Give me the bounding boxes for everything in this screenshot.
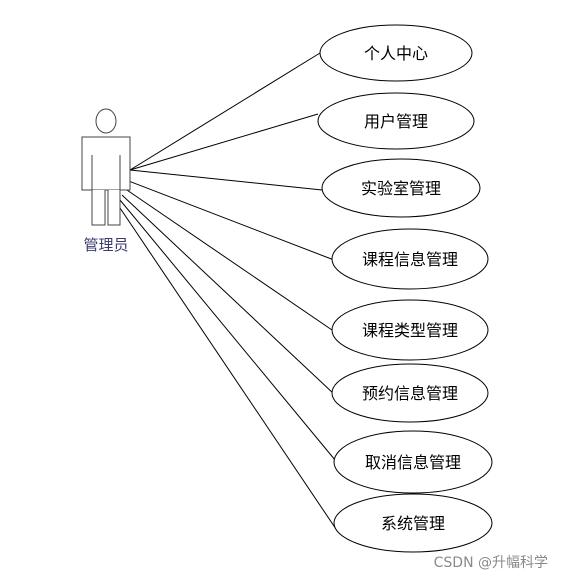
association-line-personal-center [129, 52, 321, 171]
use-case-course-info-management: 课程信息管理 [331, 228, 489, 290]
watermark-text: CSDN @升幅科学 [433, 555, 548, 571]
use-case-ellipse [331, 228, 489, 290]
use-case-cancel-info-management: 取消信息管理 [333, 430, 493, 494]
actor-label: 管理员 [83, 236, 128, 254]
association-line-lab-management [129, 169, 323, 191]
use-case-ellipse [333, 493, 493, 553]
association-line-cancel-info-management [119, 199, 341, 467]
use-case-label: 课程类型管理 [362, 321, 458, 340]
association-line-booking-info-management [121, 194, 335, 395]
use-case-label: 预约信息管理 [362, 384, 458, 403]
use-case-ellipse [321, 158, 481, 218]
actor-legs [91, 189, 121, 226]
association-line-user-management [129, 113, 319, 171]
actor-body [81, 136, 131, 191]
association-line-course-type-management [123, 187, 333, 331]
use-case-label: 实验室管理 [361, 179, 441, 198]
use-case-ellipse [333, 430, 493, 494]
use-case-label: 取消信息管理 [365, 453, 461, 472]
actor-figure [81, 108, 131, 226]
use-case-lab-management: 实验室管理 [321, 158, 481, 218]
association-lines [117, 52, 341, 533]
use-case-user-management: 用户管理 [317, 92, 475, 150]
actor-head [95, 108, 117, 134]
association-line-course-info-management [125, 179, 335, 261]
use-case-personal-center: 个人中心 [319, 24, 473, 82]
use-case-label: 用户管理 [364, 112, 428, 131]
use-case-system-management: 系统管理 [333, 493, 493, 553]
use-case-ellipse [331, 363, 489, 423]
association-line-system-management [117, 204, 339, 533]
use-case-ellipse [331, 299, 489, 361]
use-case-ellipse [317, 92, 475, 150]
use-case-label: 系统管理 [381, 514, 445, 533]
use-case-ellipse [319, 24, 473, 82]
use-case-booking-info-management: 预约信息管理 [331, 363, 489, 423]
use-case-label: 个人中心 [364, 44, 428, 63]
use-case-course-type-management: 课程类型管理 [331, 299, 489, 361]
use-case-label: 课程信息管理 [362, 250, 458, 269]
